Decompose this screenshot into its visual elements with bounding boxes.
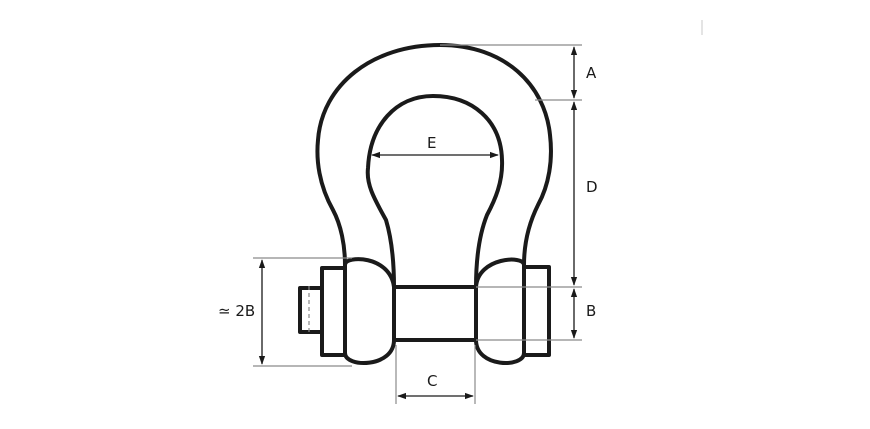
left-eye-boss — [343, 257, 396, 365]
right-eye-boss — [474, 257, 526, 365]
label-d: D — [586, 178, 598, 196]
label-c: C — [427, 372, 437, 390]
label-e: E — [427, 134, 436, 152]
bow-inner-outline — [365, 94, 505, 288]
bolt-tip — [298, 286, 322, 334]
label-b: B — [586, 302, 596, 320]
label-two-b: ≃ 2B — [218, 302, 255, 320]
pin-shank — [392, 285, 478, 342]
bolt-head — [320, 266, 345, 357]
label-a: A — [586, 64, 597, 82]
nut — [524, 265, 551, 357]
